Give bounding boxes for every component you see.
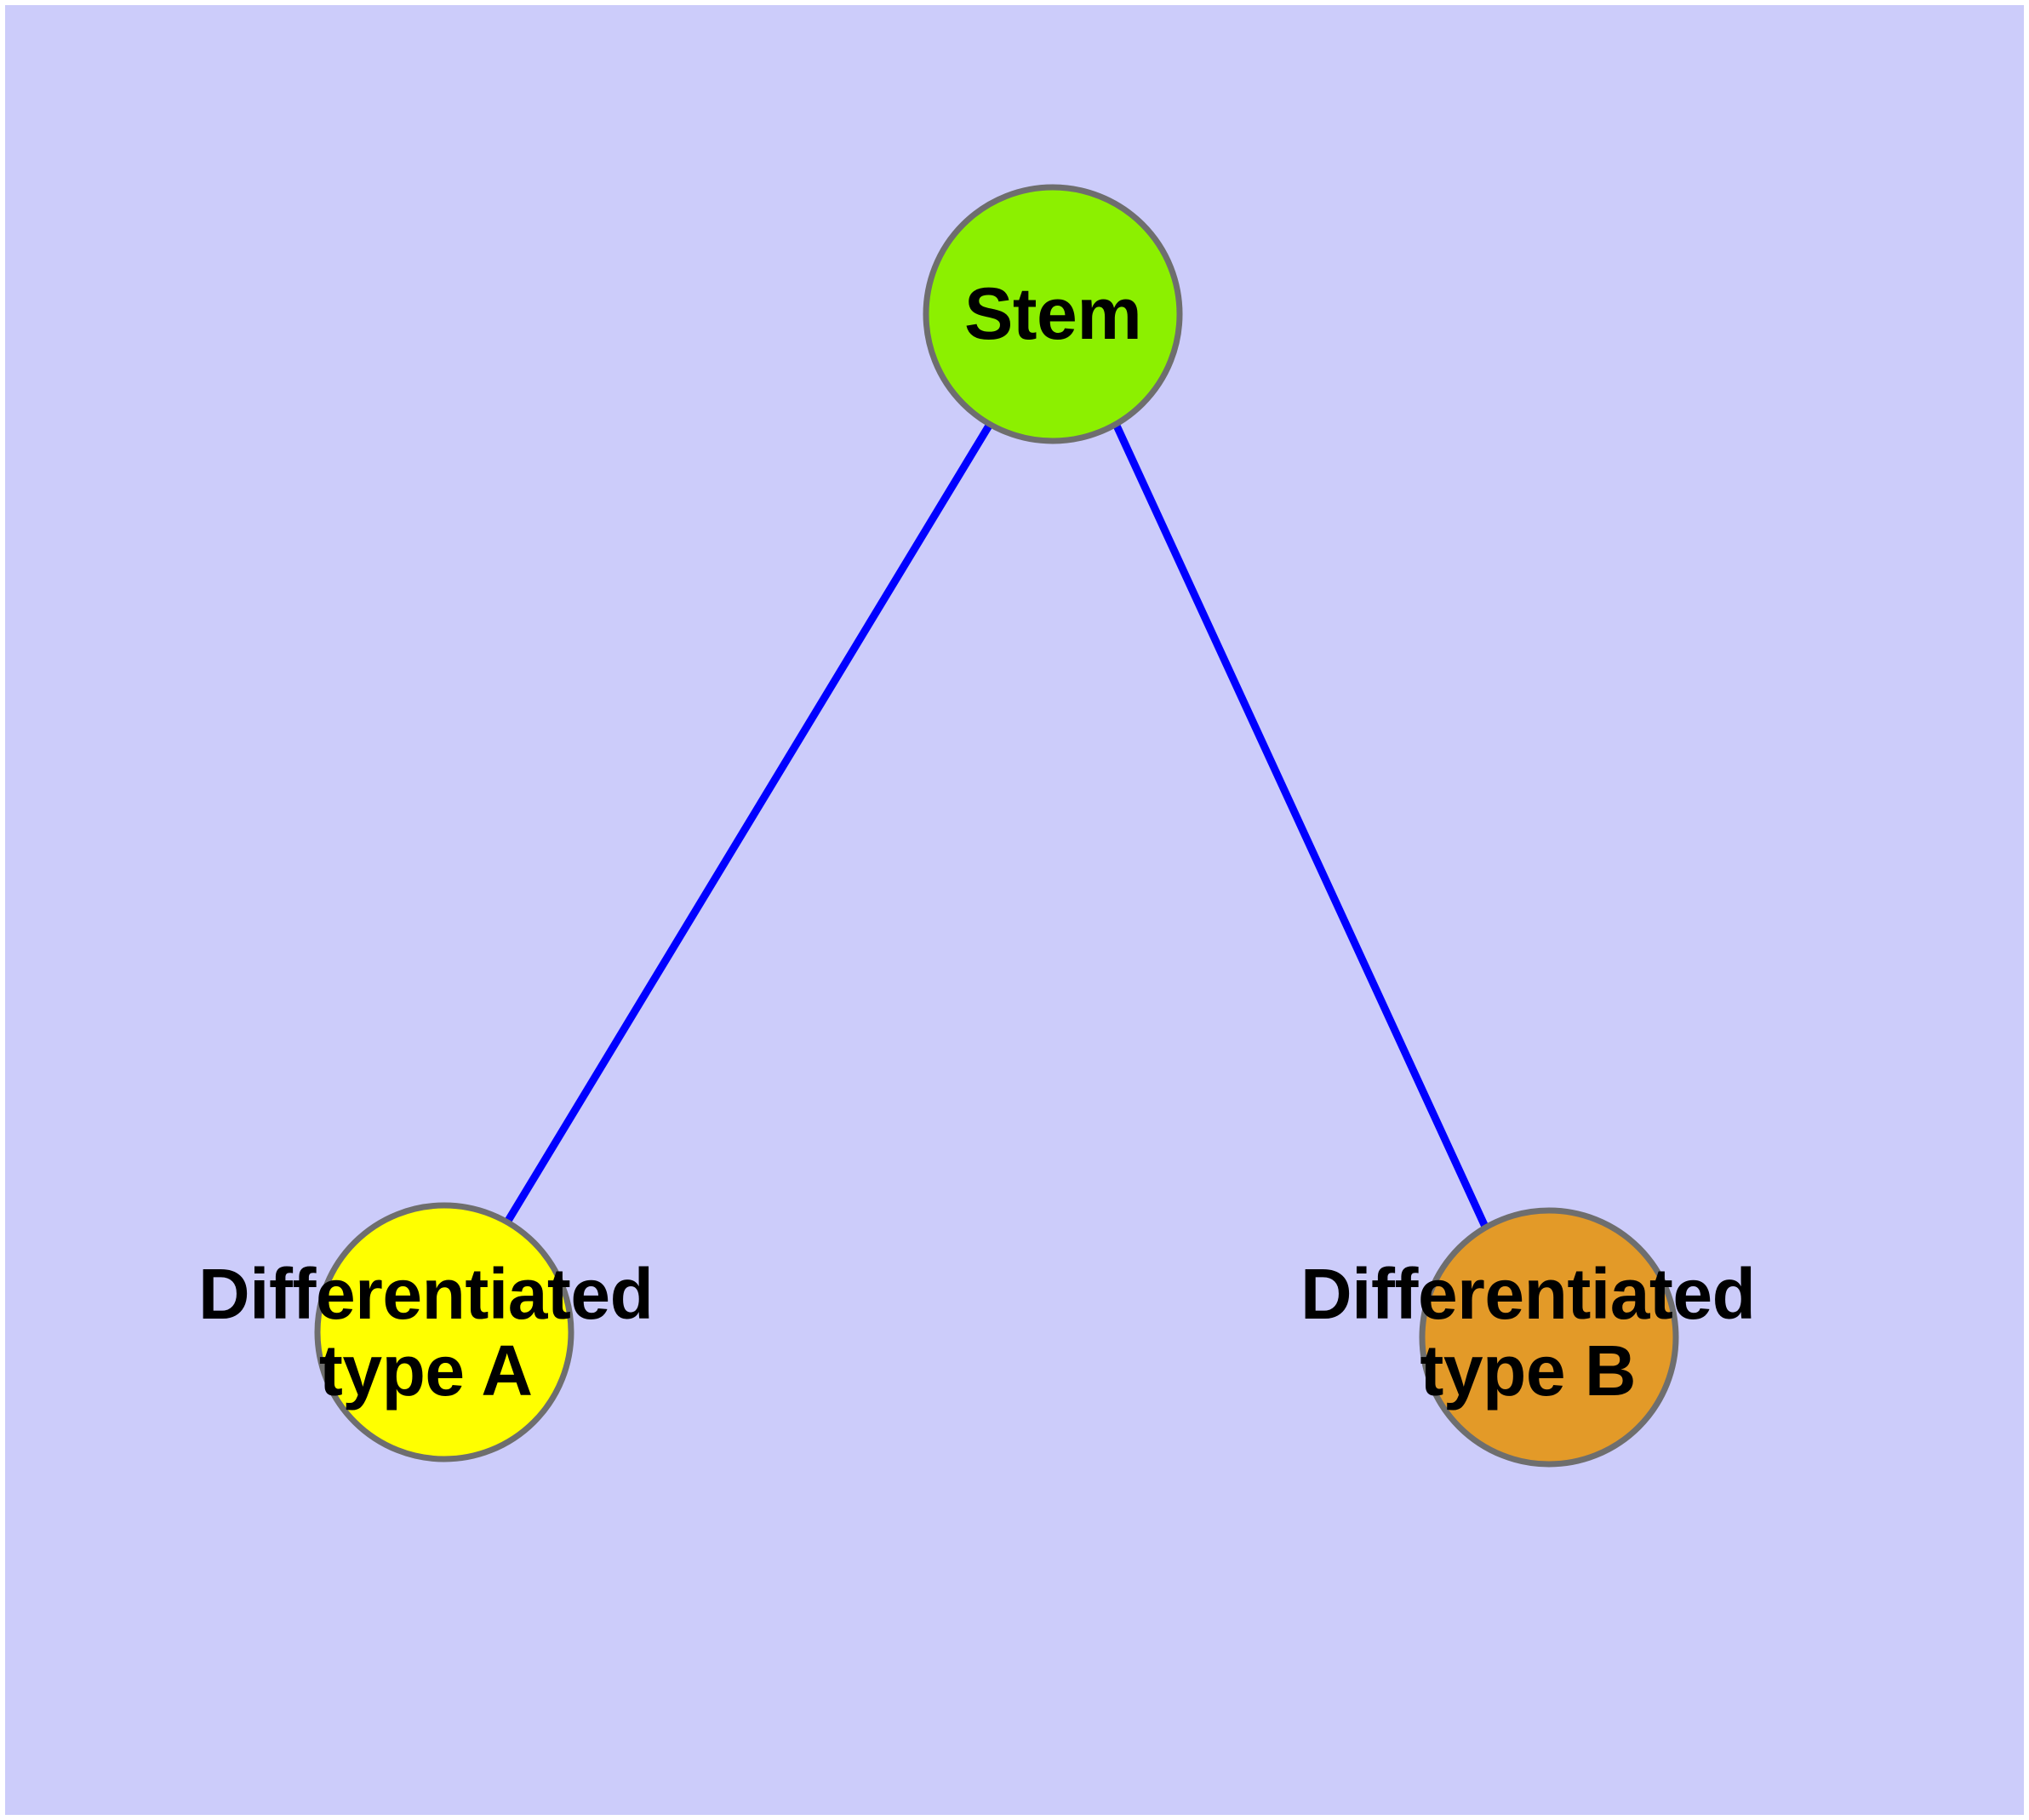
graph-edge-stem-to-diff-a[interactable] <box>505 423 992 1223</box>
graph-node-diff-a[interactable] <box>314 1202 574 1462</box>
graph-edge-stem-to-diff-b[interactable] <box>1112 424 1489 1228</box>
node-layer <box>314 184 1679 1468</box>
edge-layer <box>505 423 1489 1228</box>
graph-node-diff-b[interactable] <box>1419 1207 1679 1468</box>
graph-node-stem[interactable] <box>923 184 1183 444</box>
